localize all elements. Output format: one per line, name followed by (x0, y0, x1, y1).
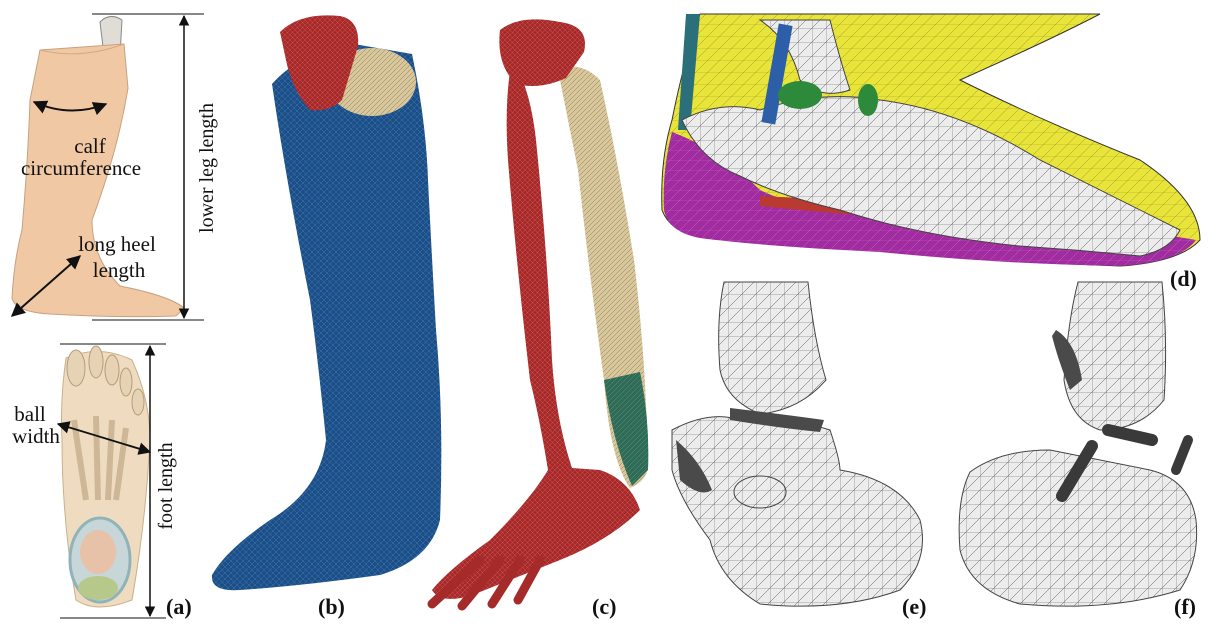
width-label: width (8, 426, 64, 447)
panel-label-c: (c) (592, 596, 616, 618)
panel-label-d: (d) (1170, 268, 1197, 290)
panel-label-f: (f) (1174, 596, 1196, 618)
bone-muscle-mesh-model (432, 19, 648, 606)
long-heel-label: long heel (62, 234, 172, 255)
length-label: length (84, 260, 154, 281)
foot-section-mesh-model (662, 14, 1200, 266)
calf-label: calf (60, 136, 120, 157)
ankle-joint-model-e (672, 282, 923, 606)
panel-label-b: (b) (318, 596, 345, 618)
circumference-label: circumference (6, 158, 156, 179)
ball-label: ball (2, 404, 58, 425)
ankle-joint-model-f (959, 282, 1197, 606)
foot-length-label: foot length (155, 431, 179, 541)
panel-label-e: (e) (902, 596, 926, 618)
soft-tissue-mesh-model (212, 15, 441, 590)
lower-leg-length-label: lower leg length (196, 78, 220, 258)
foot-plantar-model (62, 346, 151, 607)
panel-label-a: (a) (166, 596, 192, 618)
